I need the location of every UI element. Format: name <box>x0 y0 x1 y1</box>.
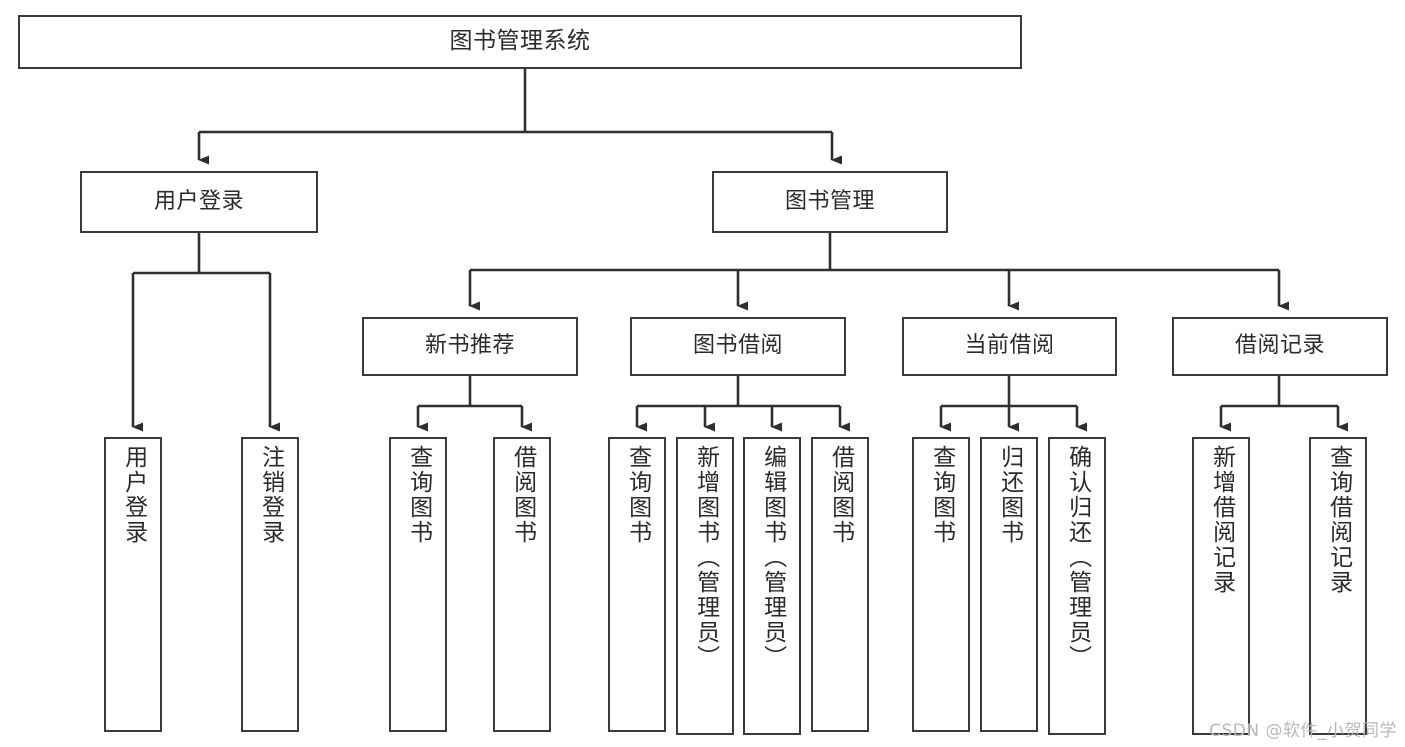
node-label: 用户登录 <box>153 188 244 214</box>
node-label: 查询借阅记录 <box>1325 445 1352 595</box>
leaf-borrow-record-query[interactable]: 查询借阅记录 <box>1309 437 1367 735</box>
node-label: 图书管理 <box>784 188 875 214</box>
node-label: 注销登录 <box>257 445 284 545</box>
leaf-borrow-record-add[interactable]: 新增借阅记录 <box>1192 437 1250 735</box>
node-label: 新书推荐 <box>424 333 515 359</box>
leaf-new-book-borrow[interactable]: 借阅图书 <box>493 437 551 732</box>
node-label: 确认归还（管理员） <box>1064 445 1091 670</box>
node-label: 查询图书 <box>624 445 651 545</box>
leaf-book-borrow-borrow[interactable]: 借阅图书 <box>811 437 869 732</box>
node-label: 查询图书 <box>928 445 955 545</box>
node-label: 借阅记录 <box>1234 333 1325 359</box>
node-book-management[interactable]: 图书管理 <box>712 171 948 233</box>
node-root-system[interactable]: 图书管理系统 <box>18 15 1022 69</box>
node-label: 查询图书 <box>405 445 432 545</box>
node-label: 图书管理系统 <box>449 28 591 55</box>
leaf-book-borrow-edit[interactable]: 编辑图书（管理员） <box>743 437 801 735</box>
node-label: 编辑图书（管理员） <box>759 445 786 670</box>
leaf-user-login-logout[interactable]: 注销登录 <box>241 437 299 732</box>
leaf-new-book-query[interactable]: 查询图书 <box>389 437 447 732</box>
node-current-borrow[interactable]: 当前借阅 <box>902 317 1117 376</box>
node-label: 借阅图书 <box>509 445 536 545</box>
node-label: 用户登录 <box>120 445 147 545</box>
leaf-user-login-login[interactable]: 用户登录 <box>104 437 162 732</box>
node-label: 借阅图书 <box>827 445 854 545</box>
leaf-book-borrow-query[interactable]: 查询图书 <box>608 437 666 732</box>
node-label: 新增图书（管理员） <box>692 445 719 670</box>
node-new-book-recommend[interactable]: 新书推荐 <box>362 317 578 376</box>
node-borrow-record[interactable]: 借阅记录 <box>1172 317 1388 376</box>
node-label: 新增借阅记录 <box>1208 445 1235 595</box>
node-book-borrow[interactable]: 图书借阅 <box>630 317 846 376</box>
node-label: 图书借阅 <box>692 333 783 359</box>
leaf-book-borrow-add[interactable]: 新增图书（管理员） <box>676 437 734 735</box>
node-label: 当前借阅 <box>964 333 1055 359</box>
leaf-current-borrow-query[interactable]: 查询图书 <box>912 437 970 732</box>
node-user-login[interactable]: 用户登录 <box>80 171 318 233</box>
leaf-current-borrow-confirm[interactable]: 确认归还（管理员） <box>1048 437 1106 735</box>
node-label: 归还图书 <box>996 445 1023 545</box>
leaf-current-borrow-return[interactable]: 归还图书 <box>980 437 1038 732</box>
